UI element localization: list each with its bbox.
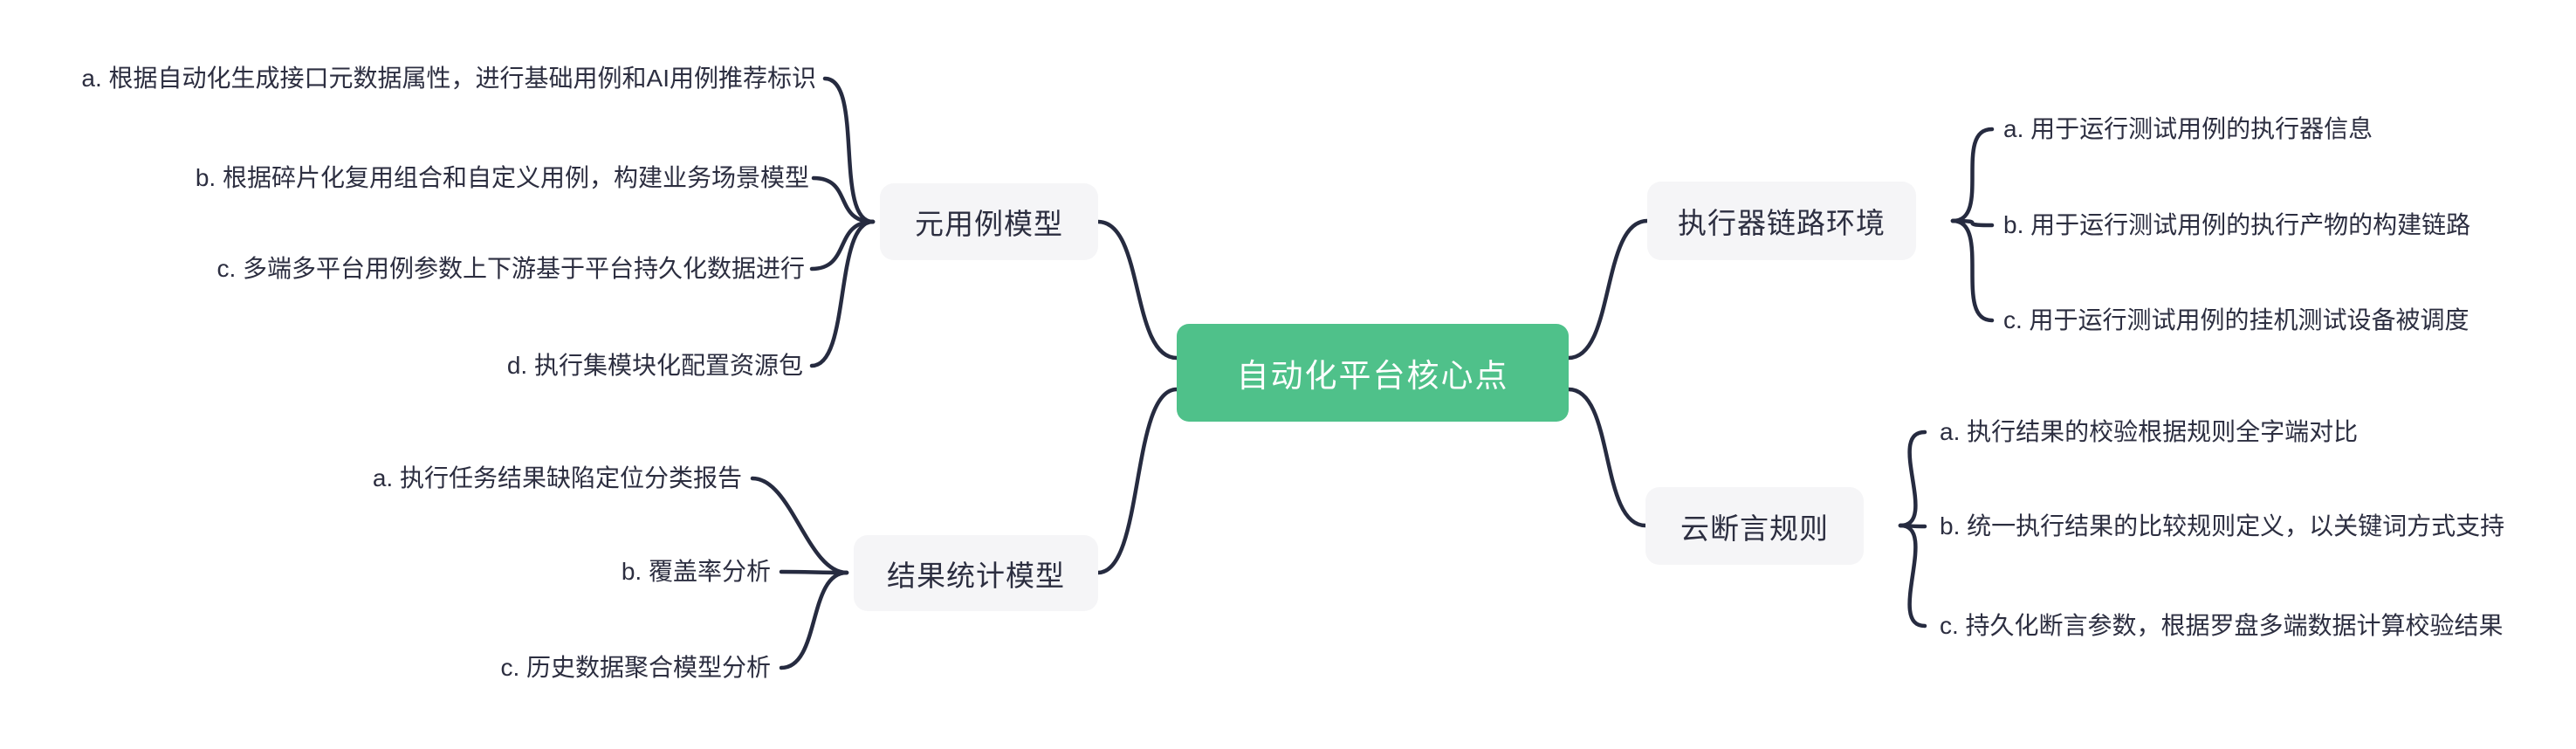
leaf-cloud-assert-c[interactable]: c. 持久化断言参数，根据罗盘多端数据计算校验结果 — [1940, 612, 2504, 639]
leaf-meta-case-d[interactable]: d. 执行集模块化配置资源包 — [506, 352, 803, 379]
connector-executor-c — [1950, 218, 1995, 323]
connector-cloud-assert-c — [1898, 523, 1927, 629]
connector-root-to-result-stat-model — [1096, 387, 1179, 575]
leaf-cloud-assert-a[interactable]: a. 执行结果的校验根据规则全字端对比 — [1940, 418, 2359, 445]
connector-root-to-meta-case-model — [1096, 219, 1179, 361]
leaf-result-stat-a[interactable]: a. 执行任务结果缺陷定位分类报告 — [372, 464, 742, 491]
connector-result-stat-b — [779, 569, 849, 575]
leaf-result-stat-c[interactable]: c. 历史数据聚合模型分析 — [500, 654, 771, 681]
leaf-meta-case-b[interactable]: b. 根据碎片化复用组合和自定义用例，构建业务场景模型 — [195, 164, 809, 191]
connector-root-to-executor-env — [1566, 218, 1650, 361]
connector-cloud-assert-a — [1898, 429, 1927, 528]
leaf-meta-case-c[interactable]: c. 多端多平台用例参数上下游基于平台持久化数据进行 — [216, 255, 805, 282]
branch-node-meta-case-model[interactable]: 元用例模型 — [880, 183, 1098, 260]
leaf-cloud-assert-b[interactable]: b. 统一执行结果的比较规则定义，以关键词方式支持 — [1940, 512, 2505, 539]
connector-root-to-cloud-assert — [1566, 387, 1648, 528]
branch-node-executor-env[interactable]: 执行器链路环境 — [1647, 182, 1916, 260]
connector-result-stat-c — [779, 570, 849, 670]
connector-meta-case-a — [822, 76, 876, 224]
leaf-executor-c[interactable]: c. 用于运行测试用例的挂机测试设备被调度 — [2003, 306, 2470, 333]
root-node[interactable]: 自动化平台核心点 — [1177, 324, 1569, 422]
leaf-executor-b[interactable]: b. 用于运行测试用例的执行产物的构建链路 — [2003, 211, 2471, 238]
connector-meta-case-c — [809, 219, 876, 271]
connector-executor-a — [1950, 127, 1995, 223]
leaf-executor-a[interactable]: a. 用于运行测试用例的执行器信息 — [2003, 115, 2373, 142]
leaf-meta-case-a[interactable]: a. 根据自动化生成接口元数据属性，进行基础用例和AI用例推荐标识 — [81, 65, 816, 92]
connector-meta-case-d — [809, 219, 876, 368]
branch-node-cloud-assert[interactable]: 云断言规则 — [1645, 487, 1864, 565]
connector-executor-b — [1950, 218, 1995, 228]
connector-meta-case-b — [811, 175, 876, 224]
leaf-result-stat-b[interactable]: b. 覆盖率分析 — [621, 558, 771, 585]
branch-node-result-stat-model[interactable]: 结果统计模型 — [854, 535, 1098, 611]
